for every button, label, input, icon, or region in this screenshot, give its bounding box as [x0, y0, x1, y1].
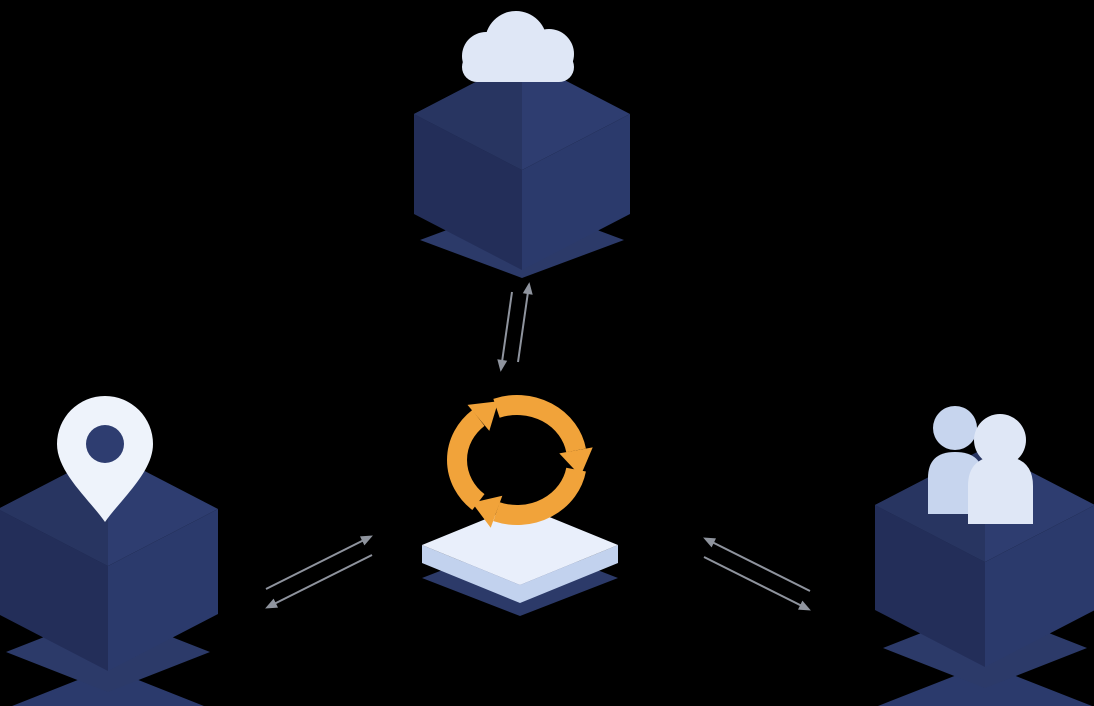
- platform-left-side: [422, 545, 520, 603]
- location-pin-icon: [57, 396, 153, 522]
- sync-hub-node: [422, 395, 618, 616]
- user-front-head: [974, 414, 1026, 466]
- cube-left-face: [875, 505, 985, 667]
- arrowhead-to-hub: [360, 535, 373, 546]
- users-node: [875, 406, 1094, 706]
- arrowhead-to-hub: [703, 537, 716, 548]
- cube-right-face: [985, 505, 1094, 667]
- platform-top-face: [422, 505, 618, 585]
- users-icon: [928, 406, 1033, 524]
- arrowhead-to-cube: [265, 598, 278, 609]
- cube-top-accent: [414, 58, 522, 170]
- sync-arrowhead: [559, 447, 593, 476]
- sync-arrows-icon: [447, 395, 593, 528]
- cube-right-face: [522, 114, 630, 270]
- arrowhead-up: [522, 282, 533, 295]
- flow-arrows-left: [265, 535, 373, 609]
- cube-left-face: [0, 510, 108, 671]
- cloud-server-node: [414, 11, 630, 278]
- arrowhead-down: [497, 359, 508, 372]
- platform-right-side: [520, 545, 618, 603]
- cube-right-face: [108, 509, 218, 671]
- location-node: [0, 396, 218, 706]
- user-front-body: [968, 456, 1033, 524]
- arrowhead-to-cube: [798, 600, 811, 611]
- cloud-icon: [462, 11, 574, 82]
- sync-arrowhead: [472, 495, 503, 528]
- pin-hole: [86, 425, 124, 463]
- user-back-head: [933, 406, 977, 450]
- cube-left-face: [414, 114, 522, 270]
- sync-arrowhead: [467, 401, 499, 431]
- flow-arrows-top: [497, 282, 533, 372]
- flow-arrows-right: [703, 537, 811, 611]
